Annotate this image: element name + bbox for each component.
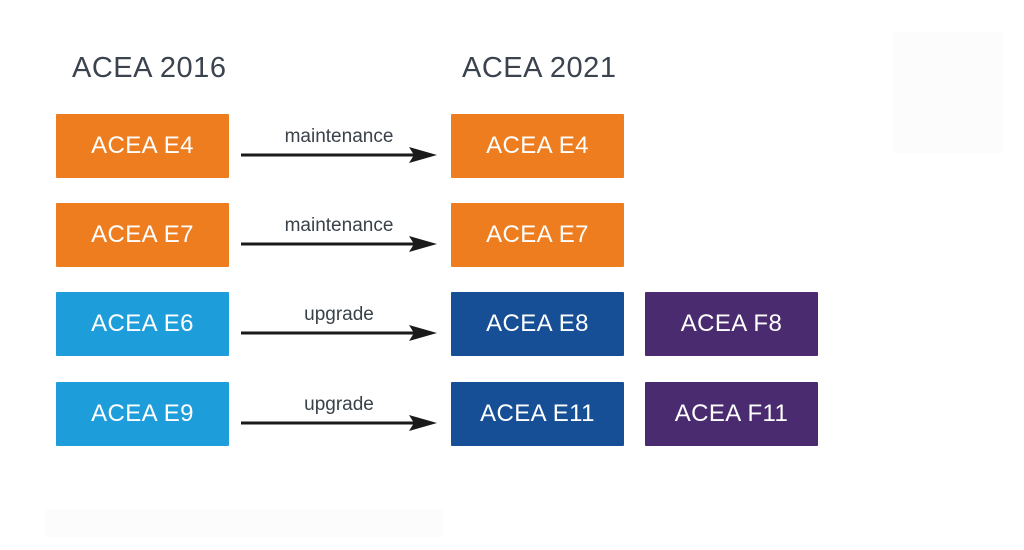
arrow-right-icon <box>241 236 437 252</box>
faint-rectangle-top-right <box>894 32 1003 153</box>
arrow-right-icon <box>241 325 437 341</box>
mapping-row-e6: ACEA E6 upgrade ACEA E8 ACEA F8 <box>0 292 1024 356</box>
relation-label-maintenance: maintenance <box>284 126 394 147</box>
column-title-acea-2016: ACEA 2016 <box>72 52 227 84</box>
arrow-head <box>409 147 437 163</box>
mapping-row-e4: ACEA E4 maintenance ACEA E4 <box>0 114 1024 178</box>
relation-label-upgrade: upgrade <box>304 304 374 325</box>
column-title-acea-2021: ACEA 2021 <box>462 52 617 84</box>
arrow-right-icon <box>241 415 437 431</box>
source-box-acea-e9: ACEA E9 <box>56 382 229 446</box>
arrow-right-icon <box>241 147 437 163</box>
arrow-head <box>409 325 437 341</box>
faint-rectangle-bottom-left <box>46 509 443 537</box>
mapping-row-e9: ACEA E9 upgrade ACEA E11 ACEA F11 <box>0 382 1024 446</box>
target-box-acea-e11: ACEA E11 <box>451 382 624 446</box>
extra-box-acea-f11: ACEA F11 <box>645 382 818 446</box>
target-box-acea-e4: ACEA E4 <box>451 114 624 178</box>
arrow-head <box>409 415 437 431</box>
mapping-row-e7: ACEA E7 maintenance ACEA E7 <box>0 203 1024 267</box>
source-box-acea-e6: ACEA E6 <box>56 292 229 356</box>
source-box-acea-e7: ACEA E7 <box>56 203 229 267</box>
extra-box-acea-f8: ACEA F8 <box>645 292 818 356</box>
target-box-acea-e7: ACEA E7 <box>451 203 624 267</box>
source-box-acea-e4: ACEA E4 <box>56 114 229 178</box>
relation-label-upgrade: upgrade <box>304 394 374 415</box>
arrow-head <box>409 236 437 252</box>
target-box-acea-e8: ACEA E8 <box>451 292 624 356</box>
relation-label-maintenance: maintenance <box>284 215 394 236</box>
